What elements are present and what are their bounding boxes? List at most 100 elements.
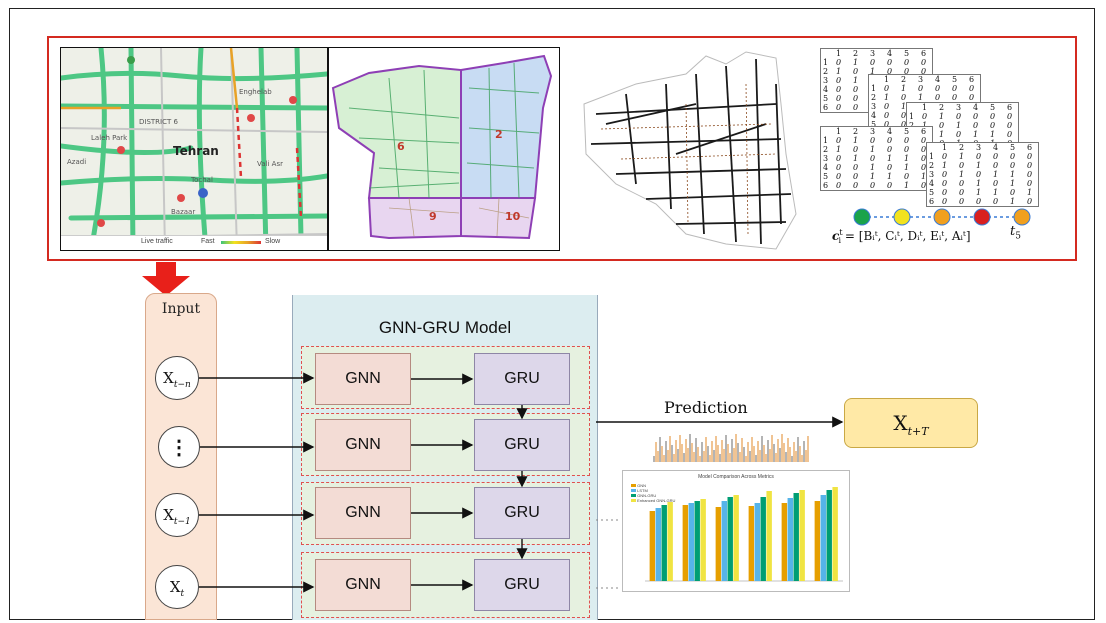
gru-block: GRU [474, 487, 570, 539]
matrix-cell: 0 [852, 172, 859, 181]
matrix-cell: 1 [1009, 170, 1016, 179]
matrix-row-header: 1 [822, 136, 829, 145]
node-symbol: ⋮ [169, 435, 189, 459]
matrix-cell: 0 [941, 170, 948, 179]
matrix-cell: 0 [1006, 121, 1013, 130]
legend-gradient [221, 241, 261, 244]
gru-block: GRU [474, 419, 570, 471]
bar [787, 498, 793, 581]
model-title: GNN-GRU Model [378, 318, 512, 337]
matrix-cell: 0 [900, 111, 907, 120]
matrix-cell: 1 [900, 84, 907, 93]
district-label: 2 [495, 128, 503, 141]
prediction-label: Prediction [664, 398, 748, 417]
gnn-block: GNN [315, 419, 411, 471]
matrix-cell: 0 [883, 120, 890, 129]
matrix-col-header: 4 [972, 103, 979, 112]
matrix-col-header: 3 [869, 127, 876, 136]
bar [820, 495, 826, 581]
matrix-cell: 1 [989, 130, 996, 139]
matrix-cell: 0 [992, 179, 999, 188]
bar [727, 497, 733, 581]
input-title: Input [161, 301, 201, 317]
node-subscript: t−1 [173, 517, 191, 527]
matrix-cell: 0 [958, 197, 965, 206]
matrix-cell: 0 [920, 58, 927, 67]
matrix-col-header: 1 [883, 75, 890, 84]
matrix-cell: 0 [951, 84, 958, 93]
bar [814, 501, 821, 581]
matrix-cell: 1 [852, 136, 859, 145]
feature-formula: cti = [Bᵢᵗ, Cᵢᵗ, Dᵢᵗ, Eᵢᵗ, Aᵢᵗ] [832, 228, 971, 245]
district-label: 10 [505, 210, 521, 223]
matrix-cell: 0 [968, 93, 975, 102]
matrix-cell: 0 [972, 112, 979, 121]
matrix-cell: 0 [951, 93, 958, 102]
matrix-col-header: 6 [920, 127, 927, 136]
bar [748, 506, 755, 581]
matrix-cell: 0 [886, 163, 893, 172]
matrix-cell: 0 [934, 84, 941, 93]
matrix-col-header: 3 [975, 143, 982, 152]
down-arrow [142, 262, 190, 296]
bar [661, 505, 667, 581]
matrix-cell: 0 [1026, 161, 1033, 170]
matrix-cell: 0 [941, 197, 948, 206]
matrix-col-header: 2 [938, 103, 945, 112]
map-label: Enghelab [239, 88, 272, 96]
matrix-cell: 0 [852, 85, 859, 94]
matrix-cell: 0 [852, 94, 859, 103]
matrix-row-header: 3 [928, 170, 935, 179]
matrix-cell: 0 [1006, 130, 1013, 139]
district-label: 9 [429, 210, 437, 223]
matrix-cell: 0 [886, 145, 893, 154]
matrix-cell: 0 [975, 170, 982, 179]
matrix-col-header: 5 [1009, 143, 1016, 152]
matrix-cell: 1 [975, 179, 982, 188]
matrix-cell: 0 [903, 172, 910, 181]
timeline-dots [853, 208, 1031, 226]
legend-entry: LSTM [631, 488, 675, 493]
formula-symbol: c [832, 229, 840, 243]
matrix-col-header: 1 [835, 49, 842, 58]
matrix-cell: 0 [921, 112, 928, 121]
traffic-map-roads [61, 48, 327, 250]
matrix-col-header: 5 [989, 103, 996, 112]
matrix-cell: 0 [835, 103, 842, 112]
matrix-cell: 0 [941, 179, 948, 188]
matrix-cell: 1 [920, 172, 927, 181]
matrix-col-header: 6 [1006, 103, 1013, 112]
matrix-cell: 0 [835, 172, 842, 181]
matrix-cell: 0 [886, 181, 893, 190]
matrix-cell: 0 [835, 58, 842, 67]
matrix-cell: 0 [972, 121, 979, 130]
bar [793, 493, 799, 581]
bar [682, 505, 689, 581]
matrix-cell: 0 [835, 154, 842, 163]
matrix-cell: 1 [938, 112, 945, 121]
matrix-cell: 0 [869, 154, 876, 163]
district-map-shapes [331, 54, 553, 240]
legend-slow: Slow [265, 238, 281, 245]
matrix-cell: 1 [1009, 179, 1016, 188]
matrix-col-header: 3 [869, 49, 876, 58]
matrix-row-header: 2 [907, 121, 916, 130]
matrix-cell: 0 [1006, 112, 1013, 121]
matrix-cell: 1 [835, 67, 842, 76]
road-network-graph [576, 44, 802, 252]
matrix-col-header: 3 [955, 103, 962, 112]
matrix-row-header: 3 [870, 102, 877, 111]
matrix-cell: 0 [992, 197, 999, 206]
matrix-cell: 1 [903, 154, 910, 163]
matrix-cell: 1 [903, 181, 910, 190]
bar [781, 503, 788, 581]
matrix-col-header: 4 [886, 49, 893, 58]
matrix-row-header: 5 [822, 172, 829, 181]
matrix-row-header: 1 [822, 58, 829, 67]
matrix-cell: 0 [989, 121, 996, 130]
matrix-cell: 0 [992, 161, 999, 170]
timeline-dot [933, 208, 951, 226]
node-subscript: t−n [173, 380, 191, 390]
matrix-cell: 1 [883, 93, 890, 102]
